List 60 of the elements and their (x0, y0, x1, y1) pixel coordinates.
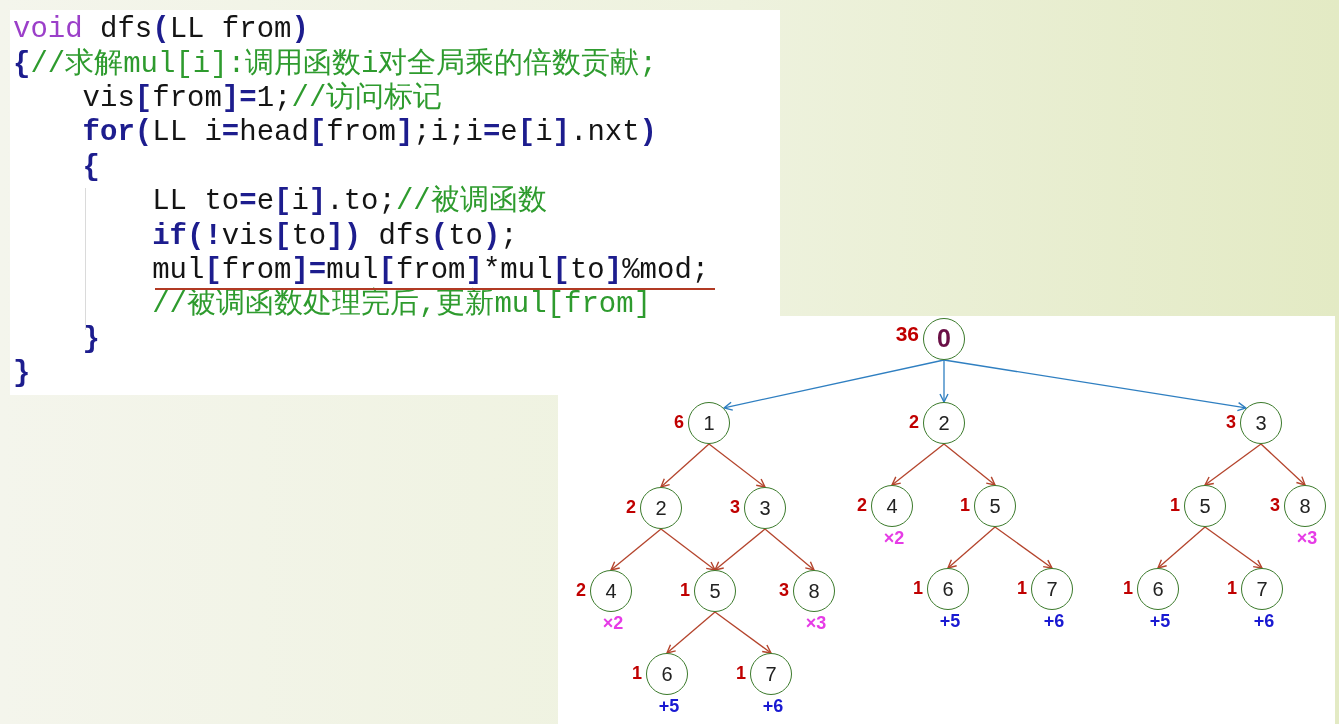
value-label: 2 (576, 579, 586, 601)
note-label: +5 (658, 696, 680, 716)
note-label: +5 (939, 611, 961, 631)
code-brace: { (13, 50, 31, 79)
value-label: 1 (1227, 577, 1237, 599)
value-label: 3 (730, 496, 740, 518)
arrow (764, 528, 815, 571)
arrow (891, 443, 945, 486)
arrow (943, 443, 996, 486)
code-text: for(LL i=head[from];i;i=e[i].nxt) (82, 119, 657, 148)
arrow (666, 611, 716, 654)
code-brace: } (82, 325, 100, 354)
arrow (943, 359, 1247, 412)
value-label: 3 (1226, 411, 1236, 433)
arrow (723, 359, 945, 411)
arrow (939, 359, 949, 403)
code-text: if(!vis[to]) dfs(to); (152, 222, 518, 251)
code-keyword: void (13, 16, 83, 45)
note-label: +6 (762, 696, 784, 716)
value-label: 1 (960, 494, 970, 516)
arrow (714, 611, 772, 654)
arrow (1204, 443, 1262, 486)
arrow (660, 528, 716, 571)
code-text: dfs(LL from) (100, 16, 309, 45)
note-label: ×2 (883, 528, 905, 548)
value-label: 2 (857, 494, 867, 516)
code-brace: } (13, 360, 31, 389)
code-text: LL to=e[i].to; (152, 188, 396, 217)
note-label: ×3 (805, 613, 827, 633)
value-label: 2 (626, 496, 636, 518)
value-label: 1 (736, 662, 746, 684)
arrow (1204, 526, 1263, 569)
note-label: +5 (1149, 611, 1171, 631)
code-text: mul[from]=mul[from]*mul[to]%mod; (152, 256, 710, 285)
arrow (660, 443, 710, 488)
value-label: 1 (1123, 577, 1133, 599)
arrow (708, 443, 766, 488)
value-label: 1 (632, 662, 642, 684)
note-label: +6 (1043, 611, 1065, 631)
value-label: 1 (1170, 494, 1180, 516)
arrow (947, 526, 996, 569)
arrow (1260, 443, 1306, 486)
value-label: 2 (909, 411, 919, 433)
value-label: 1 (680, 579, 690, 601)
value-label: 3 (1270, 494, 1280, 516)
code-text: vis[from]=1; (82, 84, 292, 113)
code-brace: { (82, 153, 100, 182)
code-comment: //求解mul[i]:调用函数i对全局乘的倍数贡献; (30, 50, 657, 79)
arrow (610, 528, 662, 571)
value-label: 36 (895, 322, 919, 346)
value-label: 1 (913, 577, 923, 599)
value-label: 6 (674, 411, 684, 433)
arrow (1157, 526, 1206, 569)
arrow (994, 526, 1053, 569)
value-label: 3 (779, 579, 789, 601)
note-label: ×3 (1296, 528, 1318, 548)
note-label: ×2 (602, 613, 624, 633)
value-label: 1 (1017, 577, 1027, 599)
note-label: +6 (1253, 611, 1275, 631)
arrow (714, 528, 766, 571)
